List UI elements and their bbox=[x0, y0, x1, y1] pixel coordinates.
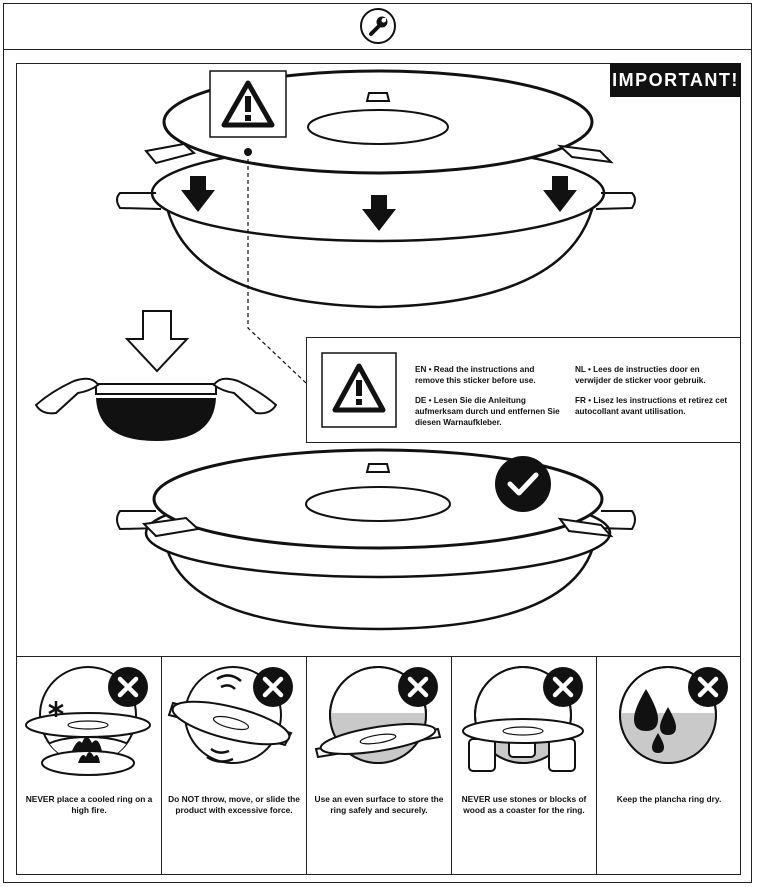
rule-caption: NEVER use stones or blocks of wood as a … bbox=[461, 794, 587, 815]
pan-top bbox=[116, 143, 636, 309]
content-frame bbox=[16, 63, 741, 875]
notice-text-right: NL • Lees de instructies door en verwijd… bbox=[575, 364, 735, 426]
no-cold-ring-on-fire-icon bbox=[25, 666, 151, 776]
no-stone-coaster-icon bbox=[462, 666, 584, 772]
main-illustration bbox=[34, 69, 636, 631]
notice-nl: NL • Lees de instructies door en verwijd… bbox=[575, 365, 706, 385]
notice-de: DE • Lesen Sie die Anleitung aufmerksam … bbox=[415, 396, 560, 427]
grid-divider bbox=[306, 656, 307, 875]
rules-grid bbox=[16, 656, 741, 876]
grid-divider bbox=[596, 656, 597, 875]
warning-triangle-icon bbox=[321, 352, 397, 428]
no-water-drops-icon bbox=[619, 666, 728, 764]
wrench-icon bbox=[360, 8, 396, 44]
grid-divider bbox=[451, 656, 452, 875]
notice-text-left: EN • Read the instructions and remove th… bbox=[415, 364, 565, 437]
important-badge: IMPORTANT! bbox=[610, 63, 741, 97]
header-divider bbox=[3, 49, 752, 50]
no-uneven-surface-icon bbox=[314, 666, 442, 764]
notice-en: EN • Read the instructions and remove th… bbox=[415, 365, 536, 385]
checkmark-icon bbox=[495, 456, 551, 512]
rule-caption: NEVER place a cooled ring on a high fire… bbox=[25, 794, 153, 815]
hands-ring-illustration bbox=[34, 377, 278, 441]
notice-fr: FR • Lisez les instructions et retirez c… bbox=[575, 396, 728, 416]
rule-caption: Do NOT throw, move, or slide the product… bbox=[168, 794, 300, 815]
down-arrow-icon bbox=[181, 176, 577, 231]
grid-divider bbox=[161, 656, 162, 875]
ring-bottom bbox=[141, 448, 614, 550]
rule-caption: Use an even surface to store the ring sa… bbox=[314, 794, 444, 815]
warning-sticker bbox=[209, 70, 287, 138]
rule-caption: Keep the plancha ring dry. bbox=[616, 794, 722, 804]
page-frame bbox=[3, 3, 752, 883]
hollow-down-arrow-icon bbox=[124, 310, 190, 373]
warning-notice: EN • Read the instructions and remove th… bbox=[306, 337, 741, 443]
no-throw-ring-icon bbox=[167, 666, 293, 764]
